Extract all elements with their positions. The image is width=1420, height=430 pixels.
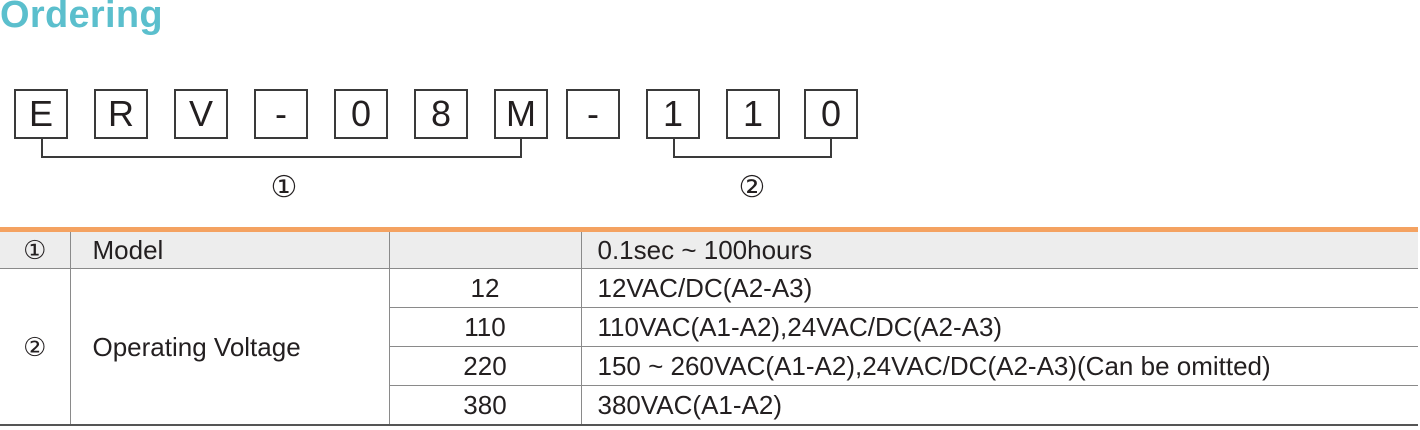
ordering-table: ① Model 0.1sec ~ 100hours ② Operating Vo… [0, 232, 1418, 426]
table-row-voltage-220: 220 150 ~ 260VAC(A1-A2),24VAC/DC(A2-A3)(… [0, 346, 1418, 386]
code-box-11: 0 [804, 89, 858, 139]
code-box-2: R [94, 89, 148, 139]
code-box-5: 0 [334, 89, 388, 139]
page-title: Ordering [0, 0, 163, 36]
table-row-voltage-110: 110 110VAC(A1-A2),24VAC/DC(A2-A3) [0, 307, 1418, 347]
code-box-7: M [494, 89, 548, 139]
marker-voltage: ② [738, 171, 766, 204]
table-row-voltage-12: ② Operating Voltage 12 12VAC/DC(A2-A3) [0, 268, 1418, 426]
option-description: 110VAC(A1-A2),24VAC/DC(A2-A3) [581, 307, 1418, 347]
table-row-voltage-380: 380 380VAC(A1-A2) [0, 385, 1418, 426]
option-description: 380VAC(A1-A2) [581, 385, 1418, 426]
bracket-model [41, 139, 522, 158]
code-box-3: V [174, 89, 228, 139]
option-description: 12VAC/DC(A2-A3) [581, 268, 1418, 308]
marker-model: ① [270, 171, 298, 204]
code-box-10: 1 [726, 89, 780, 139]
option-code: 110 [389, 307, 582, 347]
code-box-6: 8 [414, 89, 468, 139]
option-code: 12 [389, 268, 582, 308]
option-code: 380 [389, 385, 582, 426]
option-description: 150 ~ 260VAC(A1-A2),24VAC/DC(A2-A3)(Can … [581, 346, 1418, 386]
code-box-4: - [254, 89, 308, 139]
option-code: 220 [389, 346, 582, 386]
code-box-8: - [566, 89, 620, 139]
row-number: ① [0, 232, 71, 269]
accent-rule [0, 227, 1418, 232]
item-name: Operating Voltage [70, 268, 390, 426]
bracket-voltage [673, 139, 832, 158]
option-description: 0.1sec ~ 100hours [581, 232, 1418, 269]
code-box-1: E [14, 89, 68, 139]
table-row-model: ① Model 0.1sec ~ 100hours [0, 232, 1418, 269]
row-number: ② [0, 268, 71, 426]
code-brackets [41, 139, 832, 158]
option-code [389, 232, 582, 269]
code-box-9: 1 [646, 89, 700, 139]
item-name: Model [70, 232, 390, 269]
